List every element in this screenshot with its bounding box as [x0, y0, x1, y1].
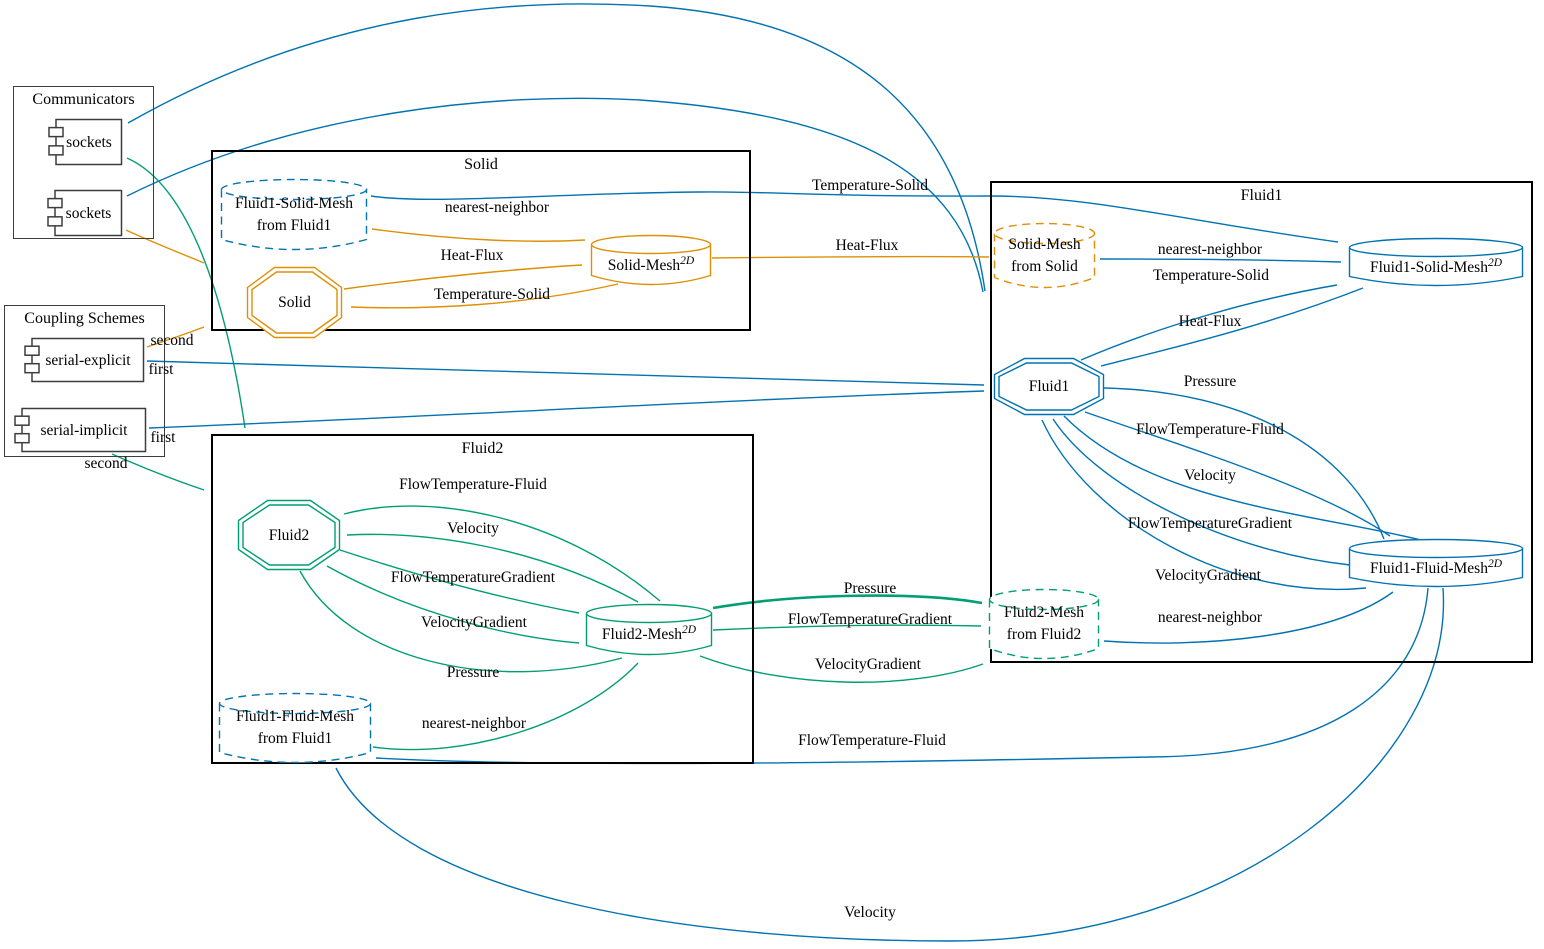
edge-read-flow-temperature-gradient-fluid1 [1052, 418, 1351, 566]
fluid1-fluid-mesh-from-fluid1-line1: Fluid1-Fluid-Mesh [236, 708, 354, 725]
edge-m2n-fluid1-sockets2 [126, 97, 984, 293]
coupling-schemes-box: Coupling Schemes [4, 305, 165, 457]
fluid2-mesh-from-fluid2-line1: Fluid2-Mesh [1003, 604, 1085, 621]
edge-m2n-fluid1-sockets1 [127, 3, 986, 292]
solid-mesh-from-solid-line2: from Solid [1011, 257, 1078, 275]
fluid1-octagon: Fluid1 [993, 357, 1105, 416]
edge-read-velocity-gradient-fluid1 [1041, 419, 1367, 590]
fluid1-fluid-mesh-from-fluid1-line2: from Fluid1 [257, 730, 333, 747]
sockets1-label: sockets [66, 133, 112, 151]
edge-mapping-nearest-neighbor-solid [371, 228, 586, 242]
edge-m2n-fluid2-sockets1 [126, 157, 246, 429]
edge-write-temperature-solid-fluid1 [1080, 284, 1338, 361]
solid-participant-box: Solid [211, 150, 751, 331]
fluid1-fluid-mesh-label: Fluid1-Fluid-Mesh [1369, 560, 1488, 578]
solid-octagon: Solid [246, 266, 343, 339]
solid-mesh-from-solid-line1: Solid-Mesh [1008, 235, 1081, 253]
edge-comm-heat-flux [711, 255, 990, 259]
fluid2-mesh-dim: 2D [682, 624, 697, 637]
fluid1-participant-title: Fluid1 [1240, 187, 1283, 204]
edge-serial-implicit-second-fluid2 [111, 453, 205, 491]
fluid1-octagon-label: Fluid1 [1028, 378, 1070, 395]
serial-explicit-label: serial-explicit [45, 351, 131, 369]
edge-write-pressure-fluid2 [299, 570, 623, 673]
edge-read-velocity-fluid2 [346, 533, 639, 603]
solid-mesh-label: Solid-Mesh [607, 257, 681, 275]
edge-comm-velocity-gradient [699, 655, 984, 683]
coupling-schemes-title: Coupling Schemes [24, 310, 145, 327]
edge-mapping-nearest-neighbor-fluid2-mesh [1103, 591, 1394, 644]
solid-mesh-cylinder: Solid-Mesh2D [590, 234, 712, 286]
edge-write-flow-temperature-gradient-fluid2 [339, 549, 580, 614]
edge-read-pressure-fluid1 [1103, 387, 1385, 540]
fluid2-participant-box: Fluid2 [211, 434, 754, 764]
edge-write-heat-flux-solid [343, 264, 583, 290]
fluid2-mesh-cylinder: Fluid2-Mesh2D [585, 603, 713, 656]
serial-explicit-component: serial-explicit [23, 337, 145, 383]
sockets2-component: sockets [46, 189, 123, 237]
serial-implicit-label: serial-implicit [40, 421, 128, 439]
edge-read-flow-temperature-fluid-fluid2 [343, 505, 661, 602]
edge-comm-pressure [712, 594, 983, 610]
fluid1-participant-box: Fluid1 [990, 181, 1533, 663]
solid-participant-title: Solid [464, 156, 498, 173]
fluid1-fluid-mesh-dim: 2D [1487, 557, 1503, 570]
fluid2-participant-title: Fluid2 [461, 440, 504, 457]
fluid2-octagon: Fluid2 [237, 499, 341, 571]
fluid1-solid-mesh-label: Fluid1-Solid-Mesh [1369, 259, 1488, 277]
fluid1-solid-mesh-from-fluid1-cylinder: Fluid1-Solid-Mesh from Fluid1 [220, 178, 368, 251]
serial-implicit-component: serial-implicit [13, 407, 147, 453]
edge-mapping-nearest-neighbor-fluid2 [372, 662, 639, 751]
edge-serial-implicit-first-fluid1 [148, 390, 985, 429]
solid-mesh-dim: 2D [680, 254, 695, 267]
edge-write-velocity-fluid1 [1063, 415, 1422, 541]
fluid1-solid-mesh-from-fluid1-line2: from Fluid1 [256, 216, 332, 234]
edge-write-flow-temperature-fluid-fluid1 [1084, 411, 1391, 537]
edge-mapping-nearest-neighbor-solid-mesh [1099, 258, 1342, 263]
fluid2-mesh-from-fluid2-cylinder: Fluid2-Mesh from Fluid2 [988, 588, 1100, 660]
edge-m2n-solid-sockets2 [125, 229, 205, 264]
edge-serial-explicit-second-solid [146, 326, 205, 348]
communicators-box: Communicators [13, 86, 154, 239]
fluid1-fluid-mesh-cylinder: Fluid1-Fluid-Mesh2D [1348, 538, 1524, 588]
edge-serial-explicit-first-fluid1 [146, 360, 985, 386]
solid-mesh-from-solid-cylinder: Solid-Mesh from Solid [993, 222, 1096, 289]
fluid1-solid-mesh-cylinder: Fluid1-Solid-Mesh2D [1348, 237, 1524, 287]
edge-comm-temperature-solid [370, 191, 1339, 243]
fluid2-octagon-label: Fluid2 [268, 526, 310, 544]
edge-read-heat-flux-fluid1 [1100, 287, 1364, 367]
fluid1-solid-mesh-from-fluid1-line1: Fluid1-Solid-Mesh [235, 194, 353, 212]
fluid2-mesh-from-fluid2-line2: from Fluid2 [1006, 626, 1082, 643]
edge-read-temperature-solid-solid [350, 283, 619, 309]
communicators-title: Communicators [32, 91, 135, 108]
fluid1-solid-mesh-dim: 2D [1487, 256, 1503, 269]
edge-comm-flow-temperature-gradient [712, 624, 982, 631]
fluid1-fluid-mesh-from-fluid1-cylinder: Fluid1-Fluid-Mesh from Fluid1 [218, 692, 372, 764]
edge-write-velocity-gradient-fluid2 [326, 565, 580, 644]
fluid2-mesh-label: Fluid2-Mesh [601, 626, 683, 644]
solid-octagon-label: Solid [278, 294, 311, 311]
sockets1-component: sockets [47, 118, 123, 166]
edge-comm-velocity [335, 587, 1445, 942]
sockets2-label: sockets [65, 204, 112, 222]
